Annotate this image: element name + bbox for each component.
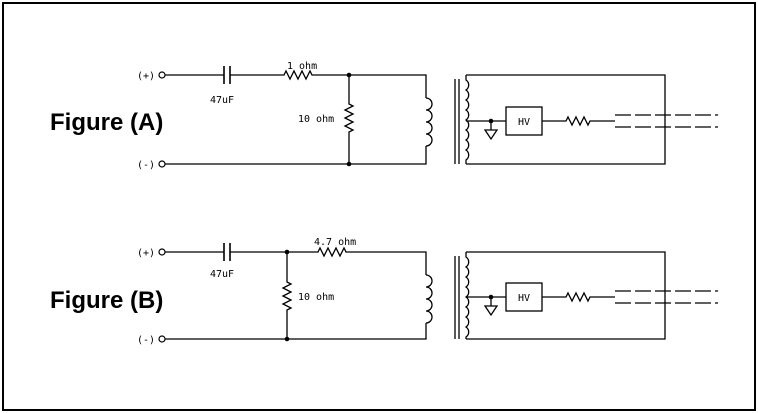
figure-b-positive-terminal <box>158 248 166 256</box>
figure-a-wire <box>349 74 427 98</box>
figure-b-junction <box>284 249 290 255</box>
figure-a-shunt-resistor <box>343 75 355 164</box>
figure-a-hv-box <box>505 106 543 136</box>
figure-b-positive-terminal-label: (+) <box>137 248 155 259</box>
figure-a-output-resistor <box>542 115 615 127</box>
figure-a-shunt-resistor-label: 10 ohm <box>298 114 334 125</box>
figure-a-capacitor-label: 47uF <box>210 95 234 106</box>
figure-a-wire <box>165 146 427 165</box>
figure-a-output-loop <box>466 74 666 165</box>
figure-b-shunt-resistor <box>281 252 293 339</box>
figure-b-hv-box <box>505 282 543 312</box>
figure-b-capacitor-label: 47uF <box>210 269 234 280</box>
figure-b-negative-terminal-label: (-) <box>137 335 155 346</box>
figure-b-title: Figure (B) <box>50 287 163 314</box>
figure-b-ground-icon <box>483 297 499 317</box>
figure-b-output-loop <box>466 251 666 340</box>
figure-b-hv-label: HV <box>518 293 530 304</box>
figure-b-secondary-coil <box>464 252 470 339</box>
figure-a-series-resistor <box>230 69 349 81</box>
figure-b-negative-terminal <box>158 335 166 343</box>
figure-b-shunt-resistor-label: 10 ohm <box>298 292 334 303</box>
figure-a-junction <box>346 72 352 78</box>
figure-b-output-resistor <box>542 291 615 303</box>
figure-a: Figure (A) (+) (-) 47uF 1 ohm 10 ohm <box>50 61 718 171</box>
figure-a-secondary-coil <box>464 75 470 164</box>
figure-b-series-resistor <box>230 246 427 275</box>
figure-a-ground-icon <box>483 121 499 141</box>
figure-a-negative-terminal <box>158 160 166 168</box>
figure-b-primary-coil <box>425 274 433 324</box>
figure-a-positive-terminal <box>158 71 166 79</box>
figure-a-primary-coil <box>425 97 433 147</box>
figure-b: Figure (B) (+) (-) 47uF 4.7 ohm 10 ohm <box>50 237 718 346</box>
figure-a-positive-terminal-label: (+) <box>137 71 155 82</box>
figure-a-negative-terminal-label: (-) <box>137 160 155 171</box>
figure-a-title: Figure (A) <box>50 109 163 136</box>
figure-b-wire <box>165 323 427 340</box>
figure-a-hv-label: HV <box>518 117 530 128</box>
figure-b-series-resistor-label: 4.7 ohm <box>314 237 356 248</box>
figure-a-series-resistor-label: 1 ohm <box>287 61 317 72</box>
